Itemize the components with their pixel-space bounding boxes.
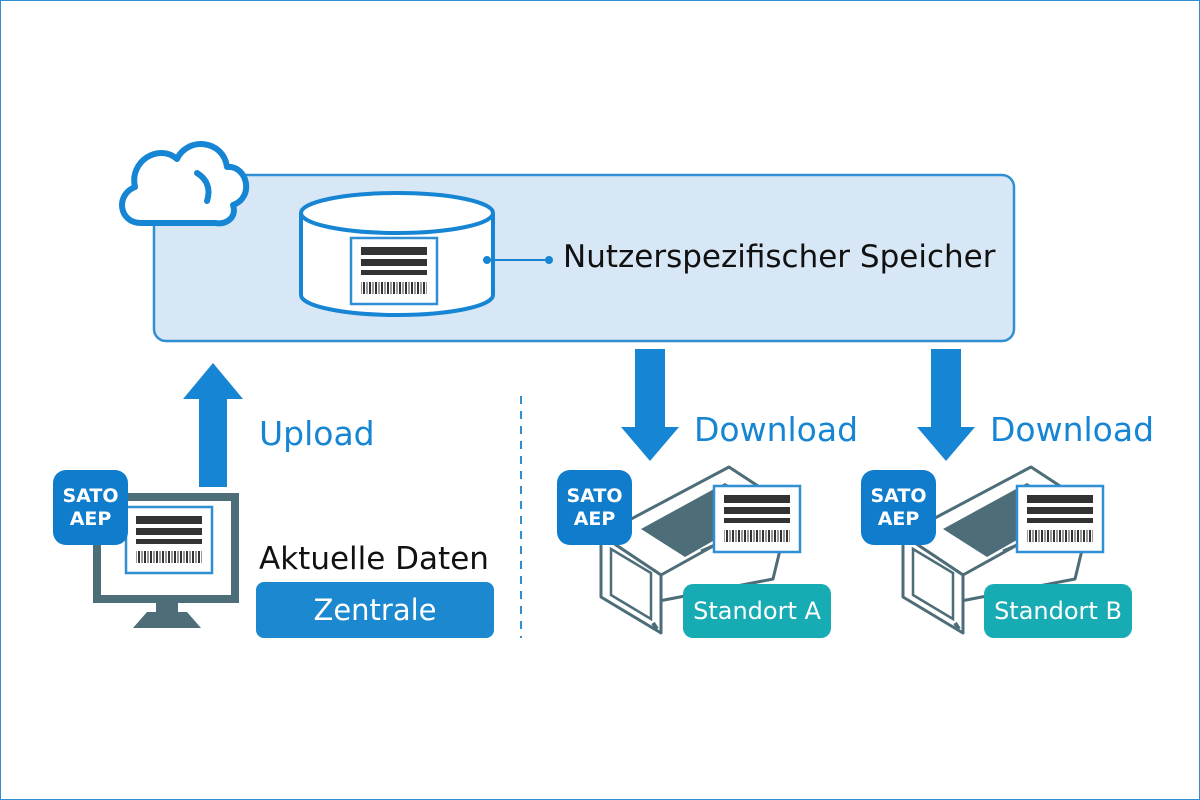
storage-label: Nutzerspezifischer Speicher: [563, 239, 996, 275]
site-pill-b: Standort B: [984, 584, 1132, 638]
arrow-up-icon: [183, 363, 243, 487]
barcode-label-icon: [1015, 484, 1105, 554]
badge-line2: AEP: [573, 507, 616, 530]
upload-label: Upload: [259, 414, 375, 453]
badge-line1: SATO: [62, 484, 119, 507]
badge-line1: SATO: [870, 484, 927, 507]
barcode-label-icon: [712, 484, 802, 554]
current-data-label: Aktuelle Daten: [259, 541, 489, 577]
badge-line2: AEP: [877, 507, 920, 530]
sato-aep-badge-b: SATO AEP: [861, 470, 936, 545]
download-label-a: Download: [694, 410, 859, 449]
arrow-down-icon: [621, 349, 679, 461]
central-pill: Zentrale: [256, 582, 494, 638]
barcode-label-icon: [124, 505, 214, 575]
site-pill-a: Standort A: [683, 584, 831, 638]
arrow-down-icon: [917, 349, 975, 461]
badge-line2: AEP: [69, 507, 112, 530]
database-icon: [299, 191, 495, 317]
download-label-b: Download: [990, 410, 1155, 449]
barcode-label-icon: [349, 236, 439, 306]
cloud-icon: [119, 141, 250, 227]
sato-aep-badge-central: SATO AEP: [53, 470, 128, 545]
badge-line1: SATO: [566, 484, 623, 507]
sato-aep-badge-a: SATO AEP: [557, 470, 632, 545]
